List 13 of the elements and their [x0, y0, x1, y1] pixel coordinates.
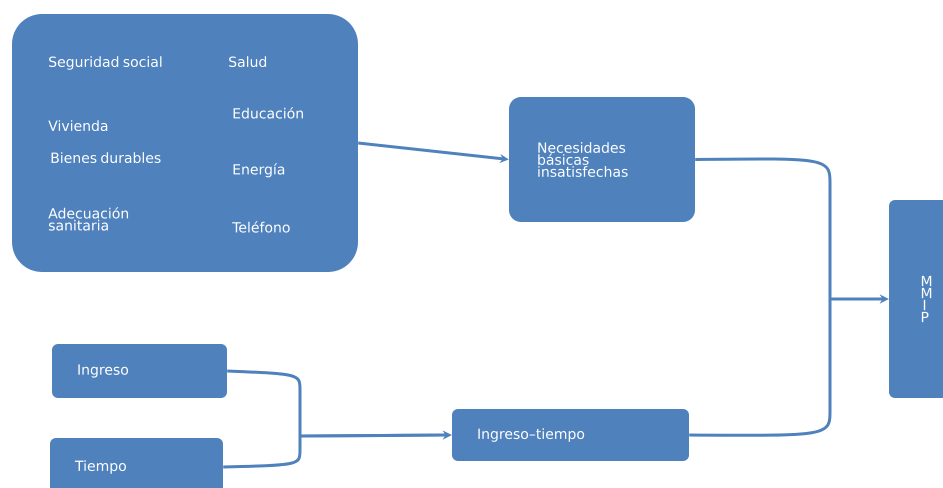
- item-label: Energía: [234, 163, 284, 178]
- item-label: Teléfono: [232, 221, 290, 233]
- item-label: Educación: [234, 107, 303, 119]
- index-box: M M I P: [889, 200, 943, 398]
- process-box: Ingreso: [52, 344, 227, 398]
- item-label: Bienes durables: [52, 152, 161, 164]
- item-label: Seguridad social: [49, 56, 162, 70]
- process-box: Tiempo: [50, 438, 223, 488]
- process-box: Ingreso–tiempo: [452, 409, 689, 461]
- process-box: Necesidades básicas insatisfechas: [509, 97, 695, 222]
- item-label: Vivienda: [48, 120, 108, 132]
- item-label: Adecuación sanitaria: [48, 207, 128, 231]
- item-label: Salud: [229, 56, 266, 68]
